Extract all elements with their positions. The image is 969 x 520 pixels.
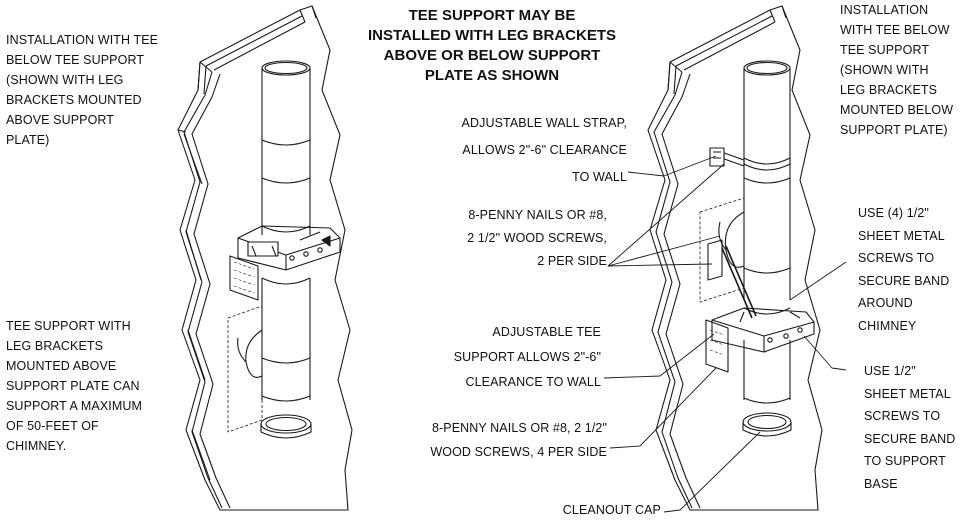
right-leg-bracket <box>707 239 757 319</box>
left-upper-pipe <box>261 60 311 235</box>
callout-line: WOOD SCREWS, 4 PER SIDE <box>430 445 607 459</box>
callout-line: ALLOWS 2"-6" CLEARANCE <box>462 143 627 157</box>
callout-line: SHEET METAL <box>858 228 945 243</box>
leader-wall-strap <box>627 155 717 177</box>
leader-band-screws <box>789 261 847 301</box>
callout-wall-strap: ADJUSTABLE WALL STRAP, ALLOWS 2"-6" CLEA… <box>462 110 627 191</box>
right-support-plate <box>711 307 815 353</box>
left-wall-panel <box>177 5 353 511</box>
callout-line: SCREWS TO <box>864 409 941 423</box>
title-line: INSTALLED WITH LEG BRACKETS <box>367 27 617 44</box>
note-line: BRACKETS MOUNTED <box>6 93 142 107</box>
note-line: ABOVE SUPPORT <box>6 113 115 127</box>
note-line: PLATE) <box>6 133 50 147</box>
note-line: SUPPORT PLATE) <box>840 123 948 137</box>
note-line: MOUNTED ABOVE <box>6 359 117 373</box>
left-tee <box>237 277 311 402</box>
callout-line: SHEET METAL <box>864 386 951 401</box>
callout-line: SUPPORT ALLOWS 2"-6" <box>453 350 601 364</box>
leader-nails-upper <box>607 163 725 267</box>
title-line: ABOVE OR BELOW SUPPORT <box>383 47 601 64</box>
leader-tee-support <box>603 333 715 379</box>
callout-line: ADJUSTABLE WALL STRAP, <box>461 116 627 130</box>
callout-line: TO WALL <box>572 170 627 184</box>
note-line: INSTALLATION WITH TEE <box>6 33 159 47</box>
note-line: INSTALLATION <box>840 3 929 17</box>
leader-cleanout <box>663 431 761 513</box>
note-line: WITH TEE BELOW <box>840 23 950 37</box>
right-cleanout-cap <box>742 412 792 437</box>
left-wall-bracket <box>229 255 259 301</box>
note-line: (SHOWN WITH <box>840 63 929 77</box>
callout-line: SCREWS TO <box>858 251 935 265</box>
callout-line: 2 1/2" WOOD SCREWS, <box>467 231 607 245</box>
leader-lines <box>603 155 847 513</box>
callout-line: USE (4) 1/2" <box>858 206 929 220</box>
callout-line: AROUND <box>858 296 913 310</box>
note-line: SUPPORT PLATE CAN <box>6 379 140 393</box>
callout-nails-lower: 8-PENNY NAILS OR #8, 2 1/2" WOOD SCREWS,… <box>430 416 607 464</box>
left-back-plate <box>227 305 263 433</box>
note-line: TEE SUPPORT WITH <box>6 319 131 333</box>
title-line: TEE SUPPORT MAY BE <box>408 7 576 24</box>
diagram-title: TEE SUPPORT MAY BE INSTALLED WITH LEG BR… <box>357 6 627 86</box>
left-installation-drawing <box>177 5 353 511</box>
note-line: OF 50-FEET OF <box>6 419 99 433</box>
callout-line: USE 1/2" <box>864 364 916 378</box>
note-line: (SHOWN WITH LEG <box>6 73 124 87</box>
right-upper-pipe <box>743 60 791 300</box>
callout-line: ADJUSTABLE TEE <box>492 325 601 339</box>
right-installation-drawing <box>647 5 823 511</box>
note-line: LEG BRACKETS <box>840 83 938 97</box>
note-line: CHIMNEY. <box>6 439 67 453</box>
callout-line: 8-PENNY NAILS OR #8, <box>468 208 607 222</box>
leader-base-screws <box>803 335 847 371</box>
callout-tee-support: ADJUSTABLE TEE SUPPORT ALLOWS 2"-6" CLEA… <box>454 320 601 395</box>
right-installation-note: INSTALLATION WITH TEE BELOW TEE SUPPORT … <box>840 0 953 140</box>
note-line: LEG BRACKETS <box>6 339 104 353</box>
callout-base-screws: USE 1/2" SHEET METAL SCREWS TO SECURE BA… <box>864 360 955 495</box>
left-support-plate <box>237 225 341 271</box>
callout-line: 2 PER SIDE <box>537 254 607 268</box>
callout-line: BASE <box>864 476 898 491</box>
right-tee <box>718 211 791 274</box>
callout-line: TO SUPPORT <box>864 454 946 468</box>
callout-line: CLEARANCE TO WALL <box>465 375 601 389</box>
callout-line: 8-PENNY NAILS OR #8, 2 1/2" <box>431 421 607 435</box>
callout-nails-upper: 8-PENNY NAILS OR #8, 2 1/2" WOOD SCREWS,… <box>467 204 607 273</box>
note-line: MOUNTED BELOW <box>840 103 954 117</box>
right-wall-panel <box>647 5 823 511</box>
note-line: BELOW TEE SUPPORT <box>6 53 145 67</box>
callout-cleanout-cap: CLEANOUT CAP <box>563 500 661 520</box>
callout-line: SECURE BAND <box>864 431 956 446</box>
callout-band-screws: USE (4) 1/2" SHEET METAL SCREWS TO SECUR… <box>858 202 949 337</box>
leader-nails-lower <box>609 367 717 449</box>
left-cleanout-cap <box>260 414 312 439</box>
left-installation-note: INSTALLATION WITH TEE BELOW TEE SUPPORT … <box>6 30 158 150</box>
note-line: TEE SUPPORT <box>840 43 930 57</box>
right-wall-strap <box>709 147 791 171</box>
callout-line: CLEANOUT CAP <box>562 503 661 517</box>
callout-line: SECURE BAND <box>858 273 950 288</box>
title-line: PLATE AS SHOWN <box>424 67 560 84</box>
left-capacity-note: TEE SUPPORT WITH LEG BRACKETS MOUNTED AB… <box>6 316 142 456</box>
callout-line: CHIMNEY <box>858 318 917 333</box>
note-line: SUPPORT A MAXIMUM <box>6 399 142 413</box>
